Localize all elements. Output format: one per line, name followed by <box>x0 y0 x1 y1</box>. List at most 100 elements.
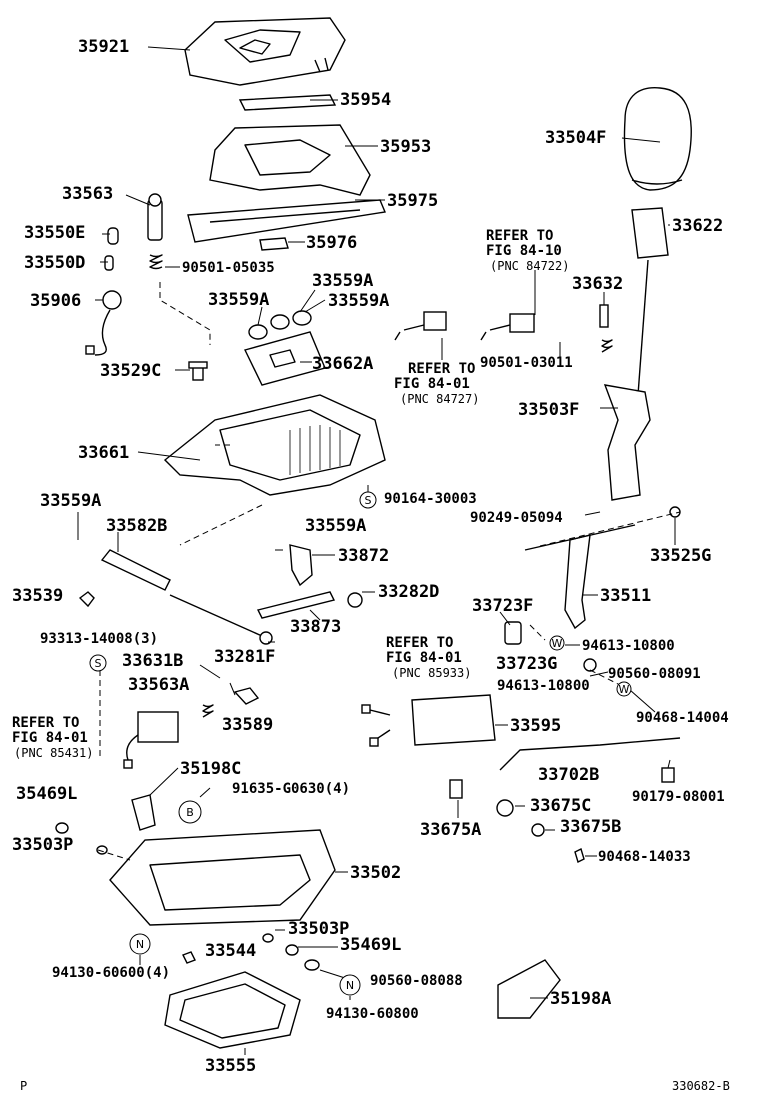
part-33539 <box>78 591 95 608</box>
label-33559A-left: 33559A <box>208 290 269 310</box>
s-symbol-93313: S <box>89 654 107 672</box>
label-90560-08091: 90560-08091 <box>608 666 701 682</box>
label-33559A-mid: 33559A <box>40 491 101 511</box>
part-spring-90501-05035 <box>149 254 163 270</box>
label-90249-05094: 90249-05094 <box>470 510 563 526</box>
part-33582B <box>100 549 171 591</box>
label-90560-08088: 90560-08088 <box>370 973 463 989</box>
svg-text:(PNC 84722): (PNC 84722) <box>490 259 569 273</box>
w-symbol-upper: W <box>549 635 565 651</box>
label-33502: 33502 <box>350 863 401 883</box>
label-90468-14033: 90468-14033 <box>598 849 691 865</box>
svg-text:B: B <box>186 806 194 819</box>
part-33550D <box>104 255 114 271</box>
part-33559A-nuts <box>248 310 312 340</box>
part-33503P-ring-left <box>96 845 108 855</box>
part-33504F-knob <box>623 87 692 191</box>
part-33511-bracket <box>564 534 591 630</box>
part-33661-housing <box>163 394 386 496</box>
part-35469L-washer-left <box>55 822 69 834</box>
label-33589: 33589 <box>222 715 273 735</box>
dashed-guides <box>97 282 681 861</box>
part-35953-bezel <box>209 124 371 196</box>
label-90179-08001: 90179-08001 <box>632 789 725 805</box>
part-33675C <box>496 799 514 817</box>
s-symbol-90164: S <box>359 491 377 509</box>
part-90249-05094-bolt <box>524 524 636 551</box>
part-33282D <box>347 592 363 608</box>
label-33550E: 33550E <box>24 223 85 243</box>
part-35469L-washer-right <box>285 944 299 956</box>
label-94613-10800-upper: 94613-10800 <box>582 638 675 654</box>
label-33631B: 33631B <box>122 651 183 671</box>
svg-text:FIG 84-01: FIG 84-01 <box>394 376 470 392</box>
svg-text:REFER TO: REFER TO <box>408 361 475 377</box>
part-33589-spring <box>202 704 214 718</box>
part-33555-frame <box>164 971 301 1049</box>
part-connector-84727 <box>394 311 447 341</box>
label-33661: 33661 <box>78 443 129 463</box>
svg-text:W: W <box>619 683 630 696</box>
label-33281F: 33281F <box>214 647 275 667</box>
part-33550E <box>107 227 119 245</box>
label-33675A: 33675A <box>420 820 481 840</box>
label-33529C: 33529C <box>100 361 161 381</box>
label-33873: 33873 <box>290 617 341 637</box>
label-33503F: 33503F <box>518 400 579 420</box>
label-33539: 33539 <box>12 586 63 606</box>
label-35198C: 35198C <box>180 759 241 779</box>
svg-text:REFER TO: REFER TO <box>486 228 553 244</box>
label-33550D: 33550D <box>24 253 85 273</box>
label-90468-14004: 90468-14004 <box>636 710 729 726</box>
label-94130-60600: 94130-60600(4) <box>52 965 170 981</box>
label-33595: 33595 <box>510 716 561 736</box>
label-35976: 35976 <box>306 233 357 253</box>
svg-text:(PNC 84727): (PNC 84727) <box>400 392 479 406</box>
label-35921: 35921 <box>78 37 129 57</box>
part-spring-90501-03011 <box>601 339 613 353</box>
svg-text:N: N <box>136 938 144 951</box>
label-94130-60800: 94130-60800 <box>326 1006 419 1022</box>
label-90164-30003: 90164-30003 <box>384 491 477 507</box>
label-33723G: 33723G <box>496 654 557 674</box>
label-35975: 35975 <box>387 191 438 211</box>
label-33563A: 33563A <box>128 675 189 695</box>
part-35921-cover <box>184 17 346 86</box>
part-33873-link <box>256 591 336 619</box>
label-33632: 33632 <box>572 274 623 294</box>
part-shift-rod <box>637 259 649 396</box>
label-33511: 33511 <box>600 586 651 606</box>
refer-note-85933: REFER TO FIG 84-01 (PNC 85933) <box>386 635 471 680</box>
svg-text:REFER TO: REFER TO <box>12 715 79 731</box>
label-33702B: 33702B <box>538 765 599 785</box>
label-35954: 35954 <box>340 90 391 110</box>
label-33504F: 33504F <box>545 128 606 148</box>
label-33503P-left: 33503P <box>12 835 73 855</box>
part-solenoid-85431 <box>123 711 179 769</box>
part-33589-cap <box>233 687 260 705</box>
label-33872: 33872 <box>338 546 389 566</box>
part-33529C-bolt <box>188 361 208 381</box>
label-33723F: 33723F <box>472 596 533 616</box>
svg-text:S: S <box>95 657 102 670</box>
svg-text:(PNC 85431): (PNC 85431) <box>14 746 93 760</box>
label-33503P-right: 33503P <box>288 919 349 939</box>
svg-text:N: N <box>346 979 354 992</box>
part-90468-14033 <box>574 848 585 863</box>
part-33702B-cable <box>499 737 681 771</box>
svg-text:FIG 84-10: FIG 84-10 <box>486 243 562 259</box>
label-33622: 33622 <box>672 216 723 236</box>
footer-left-marker: P <box>20 1079 27 1093</box>
label-33544: 33544 <box>205 941 256 961</box>
label-33582B: 33582B <box>106 516 167 536</box>
part-33872-lever <box>289 544 313 587</box>
part-90560-08088-washer <box>304 959 320 971</box>
label-35198A: 35198A <box>550 989 611 1009</box>
part-33563 <box>147 193 163 241</box>
part-35975-strip <box>187 199 386 243</box>
label-90501-05035: 90501-05035 <box>182 260 275 276</box>
label-35953: 35953 <box>380 137 431 157</box>
label-35469L-right: 35469L <box>340 935 401 955</box>
label-90501-03011: 90501-03011 <box>480 355 573 371</box>
part-33502-base <box>109 829 336 926</box>
